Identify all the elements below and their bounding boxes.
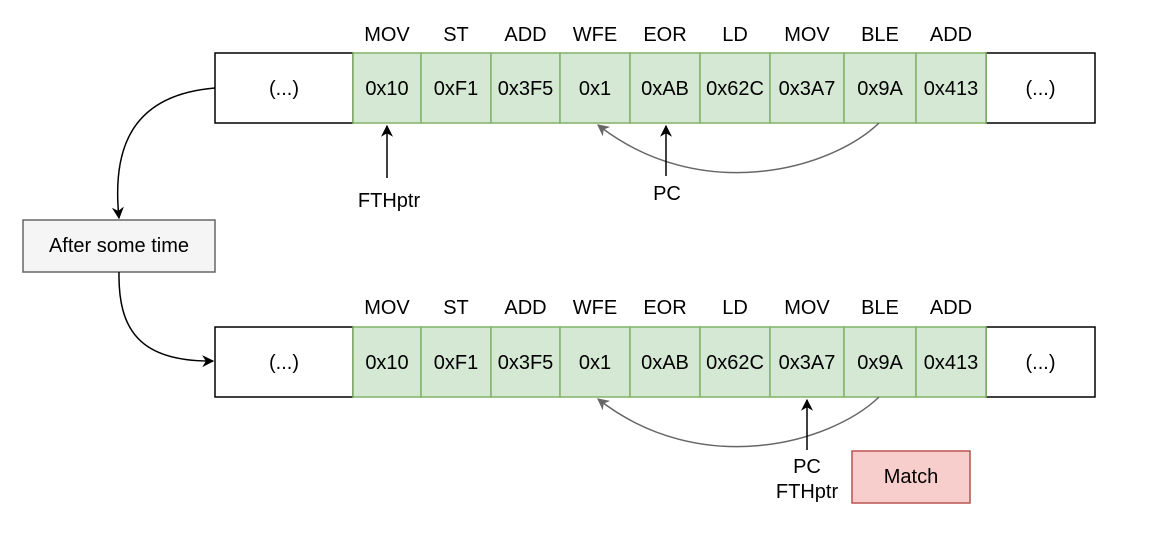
memory-cell-value: 0xAB (641, 78, 689, 100)
flow-arrow-to-bottom-strip (118, 271, 215, 368)
instruction-label: WFE (573, 297, 617, 319)
transition-note (22, 219, 216, 273)
memory-cell-value: 0xF1 (434, 352, 478, 374)
memory-cell-value: 0x413 (924, 352, 979, 374)
memory-cell (490, 52, 561, 124)
memory-cell (352, 52, 422, 124)
memory-cell (843, 52, 917, 124)
memory-cell (490, 326, 561, 398)
branch-loop-arrow-bottom (597, 396, 880, 448)
instruction-label: EOR (643, 297, 686, 319)
instruction-label: ST (443, 297, 469, 319)
memory-cell-value: 0x413 (924, 78, 979, 100)
memory-strip-bottom: (...) (...) 0x10 MOV 0xF1 ST 0x3F5 ADD 0x1 WFE 0xA… (214, 297, 1096, 398)
ellipsis-cell-left (214, 52, 354, 124)
instruction-label: EOR (643, 24, 686, 46)
ellipsis-cell-right (985, 326, 1096, 398)
ellipsis-cell-right (985, 52, 1096, 124)
memory-cell-value: 0x10 (365, 352, 408, 374)
fthptr-label-top: FTHptr (358, 190, 421, 212)
memory-cell (769, 52, 845, 124)
match-label: Match (884, 466, 938, 488)
instruction-label: MOV (784, 24, 830, 46)
ellipsis-label-left: (...) (269, 352, 299, 374)
instruction-label: ADD (504, 297, 546, 319)
memory-cell (699, 52, 771, 124)
memory-cell (915, 326, 987, 398)
ellipsis-label-left: (...) (269, 78, 299, 100)
memory-cell-value: 0x1 (579, 78, 611, 100)
memory-cell-value: 0x9A (857, 352, 903, 374)
pc-label-top: PC (653, 183, 681, 205)
memory-cell-value: 0x62C (706, 352, 764, 374)
memory-cell-value: 0x10 (365, 78, 408, 100)
memory-strip-top: (...) (...) 0x10 MOV 0xF1 ST 0x3F5 ADD 0x1 WFE 0xA… (214, 24, 1096, 124)
instruction-label: WFE (573, 24, 617, 46)
flow-arrow-to-note (111, 87, 216, 220)
instruction-label: ADD (930, 24, 972, 46)
memory-cell-value: 0x3A7 (779, 78, 836, 100)
instruction-label: MOV (784, 297, 830, 319)
memory-cell-value: 0xF1 (434, 78, 478, 100)
ellipsis-cell-left (214, 326, 354, 398)
memory-cell (843, 326, 917, 398)
memory-cell (769, 326, 845, 398)
ellipsis-label-right: (...) (1026, 352, 1056, 374)
memory-cell-value: 0x3A7 (779, 352, 836, 374)
match-box (851, 450, 971, 504)
memory-cell (699, 326, 771, 398)
transition-label: After some time (49, 235, 189, 257)
instruction-label: ST (443, 24, 469, 46)
memory-cell (915, 52, 987, 124)
instruction-label: LD (722, 297, 748, 319)
instruction-label: MOV (364, 297, 410, 319)
pc-label-bottom: PC (793, 456, 821, 478)
memory-cell (559, 52, 631, 124)
instruction-label: ADD (930, 297, 972, 319)
instruction-label: MOV (364, 24, 410, 46)
memory-cell (352, 326, 422, 398)
memory-cell (629, 52, 701, 124)
instruction-label: BLE (861, 24, 899, 46)
memory-cell-value: 0x3F5 (498, 78, 554, 100)
memory-cell (559, 326, 631, 398)
ellipsis-label-right: (...) (1026, 78, 1056, 100)
memory-cell (629, 326, 701, 398)
instruction-label: ADD (504, 24, 546, 46)
instruction-label: LD (722, 24, 748, 46)
memory-cell-value: 0x3F5 (498, 352, 554, 374)
memory-cell-value: 0xAB (641, 352, 689, 374)
memory-cell-value: 0x1 (579, 352, 611, 374)
fthptr-label-bottom: FTHptr (776, 481, 839, 503)
instruction-label: BLE (861, 297, 899, 319)
memory-cell-value: 0x9A (857, 78, 903, 100)
memory-cell-value: 0x62C (706, 78, 764, 100)
branch-loop-arrow-top (597, 122, 880, 174)
